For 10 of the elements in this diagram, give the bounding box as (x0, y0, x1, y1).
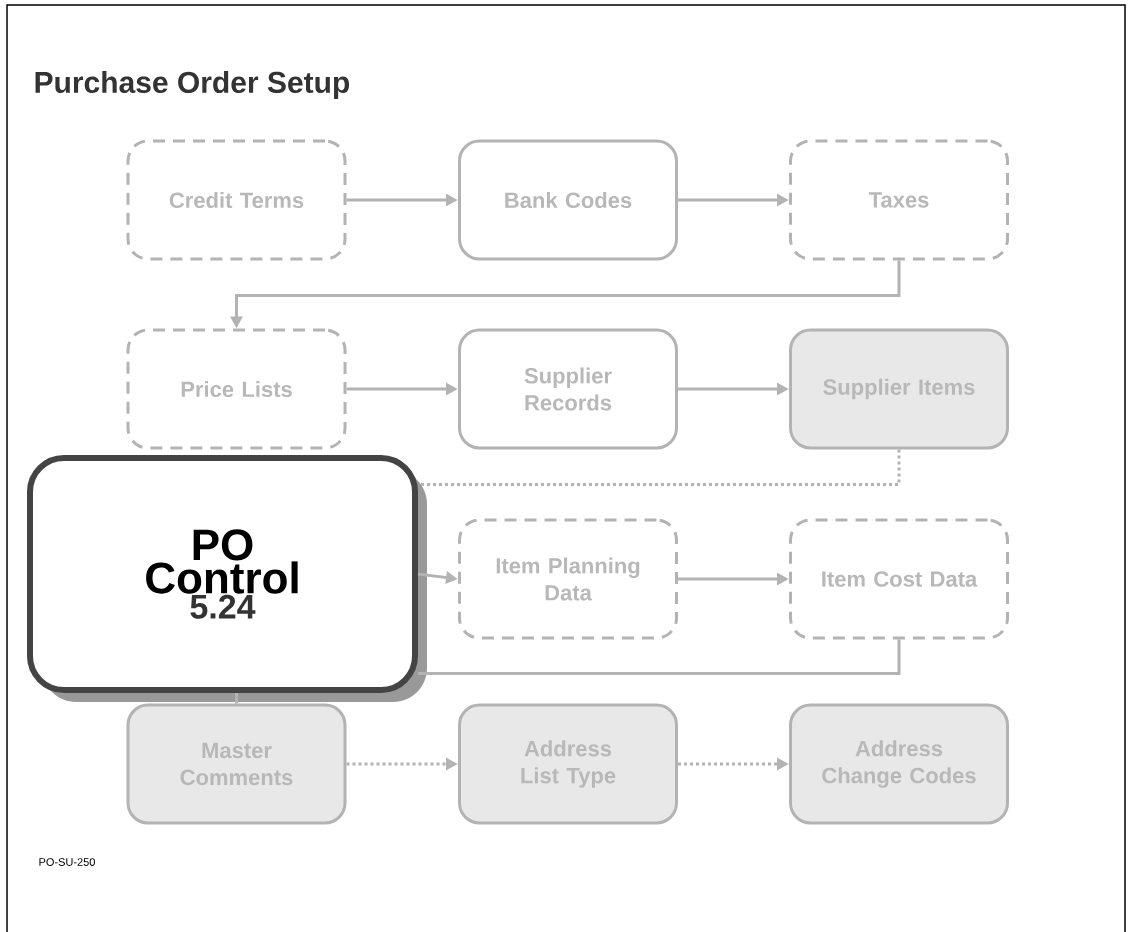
title: Purchase Order Setup (35, 71, 350, 99)
figure-code: PO-SU-250 (39, 858, 95, 866)
dashed-process-box: Item Cost Data (789, 518, 1009, 640)
process-box: Supplier Records (458, 328, 678, 450)
process-box: Bank Codes (458, 139, 678, 261)
dashed-process-box: Price Lists (126, 328, 347, 450)
dashed-process-box: Credit Terms (126, 139, 347, 261)
dashed-process-box: Item Planning Data (458, 518, 678, 640)
dashed-process-box: Taxes (789, 139, 1009, 261)
highlighted-process-box: PO Control 5.24 (27, 455, 427, 702)
